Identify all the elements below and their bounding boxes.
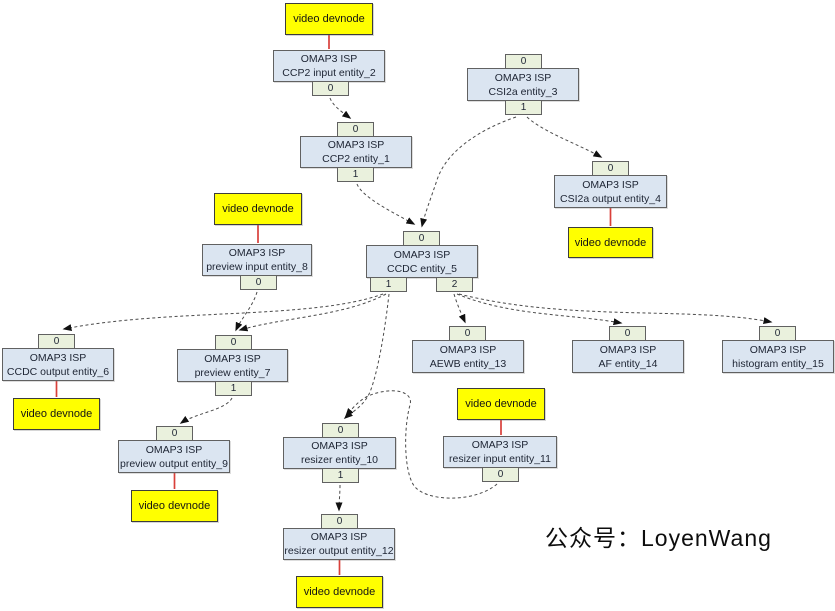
pad-ccp2-entity-1-0: 0 xyxy=(337,122,374,137)
entity-title: OMAP3 ISP xyxy=(494,71,552,84)
pad-preview-output-entity-9-0: 0 xyxy=(156,426,193,441)
pad-preview-entity-7-0: 0 xyxy=(215,335,252,350)
link-ccp2-input-entity-2:0-to-ccp2-entity-1:0 xyxy=(329,97,352,119)
devnode-preview-input-entity-8: video devnode xyxy=(214,193,302,225)
devnode-ccp2-input-entity-2: video devnode xyxy=(285,3,373,35)
entity-title: OMAP3 ISP xyxy=(204,352,261,365)
devnode-resizer-output-entity-12: video devnode xyxy=(296,576,383,608)
entity-ccp2-entity-1: OMAP3 ISP CCP2 entity_1 xyxy=(300,136,412,168)
entity-title: OMAP3 ISP xyxy=(393,248,451,261)
pad-preview-input-entity-8-0: 0 xyxy=(240,275,277,290)
entity-title: OMAP3 ISP xyxy=(310,531,368,543)
entity-title: OMAP3 ISP xyxy=(300,53,358,65)
link-preview-input-entity-8:0-to-preview-entity-7:0 xyxy=(235,291,258,332)
entity-subtitle: resizer input entity_11 xyxy=(449,453,551,465)
pad-resizer-input-entity-11-0: 0 xyxy=(482,467,519,482)
entity-title: OMAP3 ISP xyxy=(599,343,657,356)
link-ccdc-entity-5:1-to-resizer-entity-10:0 xyxy=(343,293,390,419)
entity-subtitle: preview entity_7 xyxy=(194,366,271,379)
entity-title: OMAP3 ISP xyxy=(749,343,807,356)
entity-title: OMAP3 ISP xyxy=(471,439,529,451)
link-csi2a-entity-3:1-to-ccdc-entity-5:0 xyxy=(420,116,517,228)
entity-subtitle: CCDC entity_5 xyxy=(386,262,458,275)
entity-subtitle: AF entity_14 xyxy=(598,357,658,370)
entity-resizer-input-entity-11: OMAP3 ISP resizer input entity_11 xyxy=(443,436,557,468)
link-ccdc-entity-5:2-to-af-entity-14:0 xyxy=(456,293,623,326)
pad-resizer-entity-10-1: 1 xyxy=(322,468,359,483)
pad-csi2a-entity-3-1: 1 xyxy=(505,100,542,115)
entity-subtitle: histogram entity_15 xyxy=(732,357,824,370)
entity-title: OMAP3 ISP xyxy=(327,139,385,151)
link-ccdc-entity-5:2-to-aewb-entity-13:0 xyxy=(453,293,466,324)
pad-aewb-entity-13-0: 0 xyxy=(449,326,486,341)
entity-subtitle: preview input entity_8 xyxy=(206,261,308,273)
devnode-csi2a-output-entity-4: video devnode xyxy=(568,227,653,258)
entity-title: OMAP3 ISP xyxy=(145,443,203,456)
pad-ccdc-entity-5-1: 1 xyxy=(370,277,407,292)
devnode-preview-output-entity-9: video devnode xyxy=(131,490,218,522)
entity-preview-input-entity-8: OMAP3 ISP preview input entity_8 xyxy=(202,244,312,276)
pad-af-entity-14-0: 0 xyxy=(609,326,646,341)
link-resizer-input-entity-11:0-to-resizer-entity-10:0 xyxy=(345,390,498,499)
entity-subtitle: resizer entity_10 xyxy=(300,454,379,466)
entity-ccp2-input-entity-2: OMAP3 ISP CCP2 input entity_2 xyxy=(273,50,385,82)
link-ccdc-entity-5:1-to-preview-entity-7:0 xyxy=(238,293,387,332)
pad-ccdc-entity-5-2: 2 xyxy=(436,277,473,292)
entity-resizer-output-entity-12: OMAP3 ISP resizer output entity_12 xyxy=(283,528,395,560)
watermark-text: 公众号：LoyenWang xyxy=(545,525,772,551)
entity-title: OMAP3 ISP xyxy=(311,440,368,452)
link-preview-entity-7:1-to-preview-output-entity-9:0 xyxy=(179,397,233,424)
entity-title: OMAP3 ISP xyxy=(582,178,639,191)
devnode-resizer-input-entity-11: video devnode xyxy=(457,388,545,420)
entity-subtitle: CSI2a entity_3 xyxy=(488,85,558,98)
pad-resizer-entity-10-0: 0 xyxy=(322,423,359,438)
pad-resizer-output-entity-12-0: 0 xyxy=(321,514,358,529)
pad-ccp2-input-entity-2-0: 0 xyxy=(312,81,349,96)
pad-preview-entity-7-1: 1 xyxy=(215,381,252,396)
link-csi2a-entity-3:1-to-csi2a-output-entity-4:0 xyxy=(526,116,603,158)
pad-ccdc-output-entity-6-0: 0 xyxy=(38,334,75,349)
entity-subtitle: resizer output entity_12 xyxy=(284,545,394,557)
devnode-ccdc-output-entity-6: video devnode xyxy=(13,398,100,430)
entity-subtitle: CSI2a output entity_4 xyxy=(560,192,661,205)
entity-resizer-entity-10: OMAP3 ISP resizer entity_10 xyxy=(283,437,396,469)
entity-subtitle: preview output entity_9 xyxy=(120,457,228,470)
link-ccdc-entity-5:1-to-ccdc-output-entity-6:0 xyxy=(62,293,384,331)
entity-subtitle: CCP2 input entity_2 xyxy=(282,67,376,79)
entity-subtitle: CCP2 entity_1 xyxy=(322,153,390,165)
pad-ccdc-entity-5-0: 0 xyxy=(403,231,440,246)
pad-csi2a-entity-3-0: 0 xyxy=(505,54,542,69)
entity-subtitle: AEWB entity_13 xyxy=(429,357,507,370)
link-ccp2-entity-1:1-to-ccdc-entity-5:0 xyxy=(356,183,416,225)
link-resizer-entity-10:1-to-resizer-output-entity-12:0 xyxy=(335,484,343,512)
link-ccdc-entity-5:2-to-histogram-entity-15:0 xyxy=(458,293,773,324)
entity-subtitle: CCDC output entity_6 xyxy=(6,365,110,378)
entity-title: OMAP3 ISP xyxy=(29,351,87,364)
entity-title: OMAP3 ISP xyxy=(228,247,286,259)
pad-histogram-entity-15-0: 0 xyxy=(759,326,796,341)
entity-title: OMAP3 ISP xyxy=(439,343,497,356)
pad-ccp2-entity-1-1: 1 xyxy=(337,167,374,182)
pad-csi2a-output-entity-4-0: 0 xyxy=(592,161,629,176)
